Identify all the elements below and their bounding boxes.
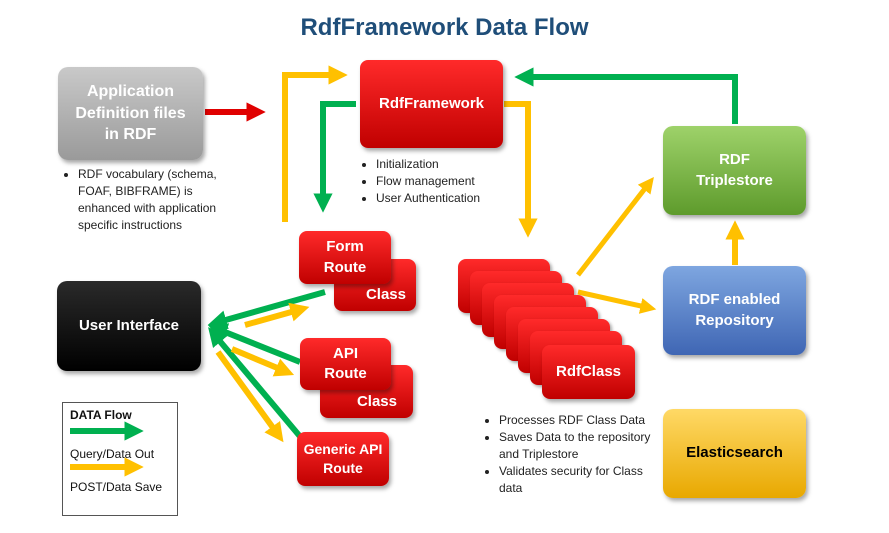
api-class-label: Class xyxy=(356,392,397,410)
arrow-generic-route-to-ui xyxy=(208,327,306,442)
arrow-ui-to-generic-route xyxy=(215,350,284,443)
generic-api-route-box: Generic API Route xyxy=(297,432,389,486)
app-definition-notes: RDF vocabulary (schema, FOAF, BIBFRAME) … xyxy=(60,166,243,234)
form-route-box: Form Route xyxy=(299,231,391,284)
arrow-form-route-to-ui xyxy=(207,289,326,330)
legend-post-label: POST/Data Save xyxy=(70,480,163,494)
framework-notes: Initialization Flow management User Auth… xyxy=(358,156,526,207)
rdf-class-note-2: Validates security for Class data xyxy=(499,463,659,497)
app-definition-box: Application Definition files in RDF xyxy=(58,67,203,160)
arrow-rdfclass-to-repository xyxy=(577,289,657,314)
user-interface-label: User Interface xyxy=(78,316,180,334)
rdf-framework-box: RdfFramework xyxy=(360,60,503,148)
framework-note-0: Initialization xyxy=(376,156,526,173)
user-interface-box: User Interface xyxy=(57,281,201,371)
rdf-repository-label: RDF enabled Repository xyxy=(688,291,781,329)
form-class-label: Class xyxy=(365,285,406,303)
arrow-framework-to-form-route xyxy=(313,101,356,213)
arrow-framework-to-rdfclass xyxy=(504,101,538,238)
elasticsearch-label: Elasticsearch xyxy=(686,444,783,462)
app-definition-label: Application Definition files in RDF xyxy=(75,83,186,144)
page-title: RdfFramework Data Flow xyxy=(300,14,589,41)
elasticsearch-box: Elasticsearch xyxy=(663,409,806,498)
framework-note-2: User Authentication xyxy=(376,190,526,207)
rdf-class-note-1: Saves Data to the repository and Triples… xyxy=(499,429,659,463)
form-route-label: Form Route xyxy=(323,238,367,276)
arrow-ui-to-form-route xyxy=(244,302,310,328)
api-route-box: API Route xyxy=(300,338,391,390)
rdf-framework-label: RdfFramework xyxy=(378,94,485,112)
app-note-0: RDF vocabulary (schema, FOAF, BIBFRAME) … xyxy=(78,166,243,234)
arrow-routes-to-framework xyxy=(282,65,348,222)
legend-query-label: Query/Data Out xyxy=(70,447,155,461)
rdf-triplestore-label: RDF Triplestore xyxy=(696,151,773,189)
arrow-api-route-to-ui xyxy=(207,323,302,365)
rdf-repository-box: RDF enabled Repository xyxy=(663,266,806,355)
api-route-label: API Route xyxy=(324,344,367,382)
rdf-class-front-card: RdfClass xyxy=(542,345,635,399)
rdf-triplestore-box: RDF Triplestore xyxy=(663,126,806,215)
rdf-class-notes: Processes RDF Class Data Saves Data to t… xyxy=(481,412,659,497)
arrow-ui-to-api-route xyxy=(230,346,295,377)
arrow-triplestore-to-framework xyxy=(514,67,738,124)
generic-api-route-label: Generic API Route xyxy=(303,441,383,476)
rdf-class-label: RdfClass xyxy=(555,362,622,380)
rdf-class-note-0: Processes RDF Class Data xyxy=(499,412,659,429)
framework-note-1: Flow management xyxy=(376,173,526,190)
legend: DATA Flow Query/Data Out POST/Data Save xyxy=(62,402,178,516)
arrow-rdfclass-to-triplestore xyxy=(576,176,654,277)
legend-title: DATA Flow xyxy=(70,408,132,422)
